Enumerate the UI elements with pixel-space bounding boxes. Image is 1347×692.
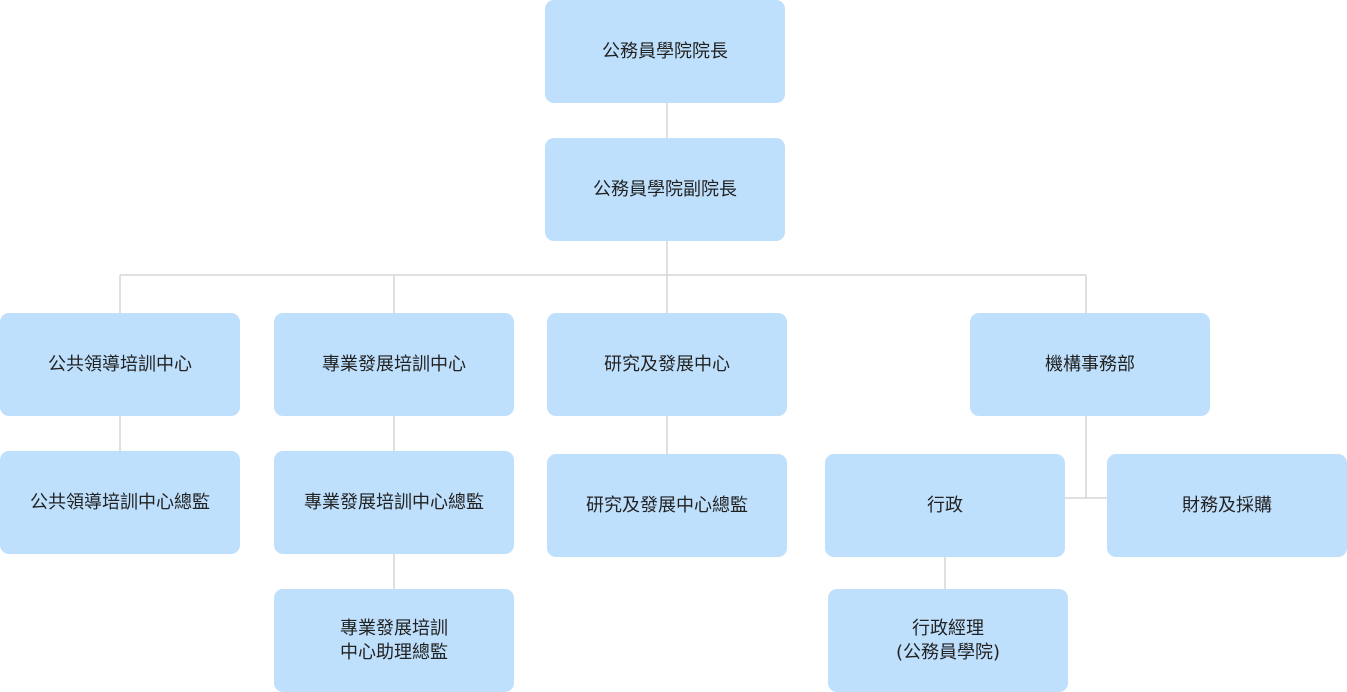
professional-centre-box: 專業發展培訓中心: [274, 313, 514, 416]
admin-manager-box: 行政經理 (公務員學院): [828, 589, 1068, 692]
professional-director-label: 專業發展培訓中心總監: [304, 491, 484, 513]
admin-manager-line2: (公務員學院): [895, 641, 1001, 663]
leadership-centre-box: 公共領導培訓中心: [0, 313, 240, 416]
dean-box: 公務員學院院長: [545, 0, 785, 103]
research-director-label: 研究及發展中心總監: [586, 494, 748, 516]
professional-director-box: 專業發展培訓中心總監: [274, 451, 514, 554]
administration-box: 行政: [825, 454, 1065, 557]
professional-centre-label: 專業發展培訓中心: [322, 353, 466, 375]
administration-label: 行政: [927, 494, 963, 516]
leadership-centre-label: 公共領導培訓中心: [48, 353, 192, 375]
professional-assistant-line1: 專業發展培訓: [340, 617, 448, 639]
deputy-dean-label: 公務員學院副院長: [593, 178, 737, 200]
leadership-director-label: 公共領導培訓中心總監: [30, 491, 210, 513]
admin-manager-line1: 行政經理: [911, 617, 984, 639]
finance-procurement-label: 財務及採購: [1182, 494, 1272, 516]
finance-procurement-box: 財務及採購: [1107, 454, 1347, 557]
research-director-box: 研究及發展中心總監: [547, 454, 787, 557]
deputy-dean-box: 公務員學院副院長: [545, 138, 785, 241]
professional-assistant-text: 專業發展培訓 中心助理總監: [340, 617, 448, 665]
dean-label: 公務員學院院長: [602, 40, 728, 62]
research-centre-box: 研究及發展中心: [547, 313, 787, 416]
corporate-affairs-label: 機構事務部: [1045, 353, 1135, 375]
corporate-affairs-box: 機構事務部: [970, 313, 1210, 416]
leadership-director-box: 公共領導培訓中心總監: [0, 451, 240, 554]
professional-assistant-director-box: 專業發展培訓 中心助理總監: [274, 589, 514, 692]
professional-assistant-line2: 中心助理總監: [340, 641, 448, 663]
research-centre-label: 研究及發展中心: [604, 353, 730, 375]
admin-manager-text: 行政經理 (公務員學院): [896, 617, 1000, 665]
